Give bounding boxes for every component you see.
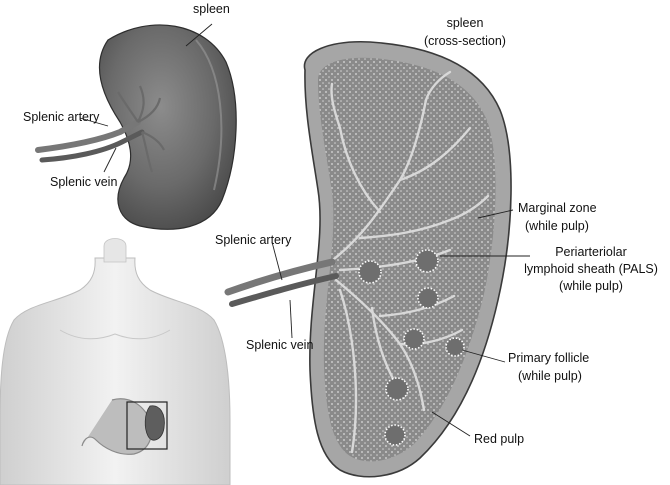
- spleen-exterior-illustration: [35, 24, 237, 230]
- leader-lines: [79, 23, 530, 437]
- spleen-location-box: [126, 401, 168, 450]
- label-red-pulp: Red pulp: [474, 432, 524, 446]
- label-splenic-vein-large: Splenic vein: [246, 338, 313, 352]
- labels: spleen spleen (cross-section) Splenic ar…: [23, 2, 658, 446]
- spleen-cross-section: [224, 41, 512, 478]
- label-spleen-cross-section: spleen: [447, 16, 484, 30]
- label-marginal-zone: Marginal zone: [518, 201, 597, 215]
- torso-illustration: [0, 238, 231, 485]
- label-primary-follicle: (while pulp): [518, 369, 582, 383]
- label-pals: (while pulp): [559, 279, 623, 293]
- label-pals: lymphoid sheath (PALS): [524, 262, 658, 276]
- label-primary-follicle: Primary follicle: [508, 351, 589, 365]
- label-splenic-artery-large: Splenic artery: [215, 233, 292, 247]
- label-pals: Periarteriolar: [555, 245, 627, 259]
- follicles: [358, 249, 465, 446]
- label-splenic-vein-small: Splenic vein: [50, 175, 117, 189]
- label-spleen: spleen: [193, 2, 230, 16]
- label-splenic-artery-small: Splenic artery: [23, 110, 100, 124]
- label-marginal-zone: (while pulp): [525, 219, 589, 233]
- label-spleen-cross-section: (cross-section): [424, 34, 506, 48]
